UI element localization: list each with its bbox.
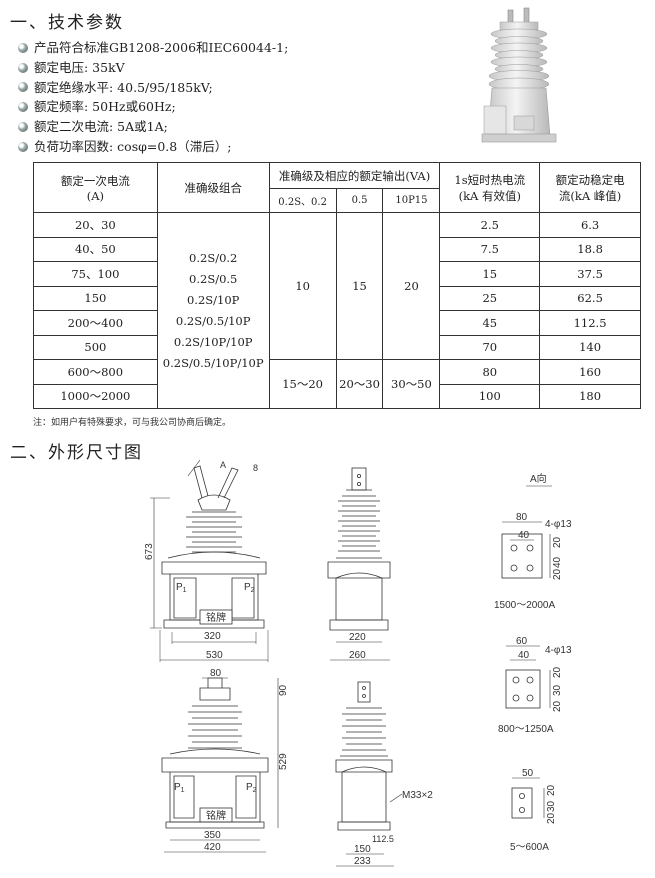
- bullet-icon: [18, 141, 28, 152]
- a-view-label: A向: [530, 472, 547, 485]
- param-item: 额定频率: 50Hz或60Hz;: [18, 97, 288, 117]
- svg-text:260: 260: [349, 650, 366, 661]
- header-primary-current: 额定一次电流(A): [33, 162, 158, 213]
- section-title-dimensions: 二、外形尺寸图: [10, 443, 143, 463]
- param-list: 产品符合标准GB1208-2006和IEC60044-1; 额定电压: 35kV…: [18, 38, 288, 157]
- param-item: 额定绝缘水平: 40.5/95/185kV;: [18, 78, 288, 98]
- svg-text:4-φ13: 4-φ13: [545, 519, 572, 530]
- svg-text:20: 20: [546, 784, 557, 796]
- svg-text:80: 80: [516, 512, 528, 523]
- section-title-tech-params: 一、技术参数: [10, 13, 124, 33]
- table-row: 200～400 45 112.5: [33, 310, 641, 336]
- header-short-time-current: 1s短时热电流(kA 有效值): [439, 162, 541, 213]
- dimension-drawing: A 8 P1 P2 铭牌 673 320 530: [144, 459, 572, 867]
- svg-text:233: 233: [354, 856, 371, 867]
- subheader-10p15: 10P15: [382, 188, 441, 213]
- header-dynamic-current: 额定动稳定电流(kA 峰值): [539, 162, 641, 213]
- svg-text:20: 20: [552, 568, 563, 580]
- table-note: 注：如用户有特殊要求，可与我公司协商后确定。: [33, 418, 232, 428]
- svg-text:40: 40: [552, 556, 563, 568]
- nameplate-label: 铭牌: [206, 611, 226, 624]
- subheader-02s: 0.2S、0.2: [268, 188, 337, 213]
- svg-text:P2: P2: [246, 782, 257, 794]
- svg-text:320: 320: [204, 631, 221, 642]
- param-item: 产品符合标准GB1208-2006和IEC60044-1;: [18, 38, 288, 58]
- bullet-icon: [18, 42, 28, 53]
- p2-terminal-label: P2: [244, 582, 255, 594]
- arrow-a-label: A: [220, 460, 226, 470]
- svg-text:40: 40: [518, 650, 530, 661]
- plate-caption: 800～1250A: [498, 724, 554, 735]
- bullet-icon: [18, 122, 28, 133]
- svg-text:673: 673: [144, 543, 155, 560]
- svg-text:150: 150: [354, 844, 371, 855]
- svg-text:30: 30: [552, 684, 563, 696]
- svg-text:铭牌: 铭牌: [206, 809, 226, 822]
- svg-text:20: 20: [546, 812, 557, 824]
- bullet-icon: [18, 82, 28, 93]
- terminal-plate-800-1250: 60 40 4-φ13 20 30 20 800～1250A: [498, 636, 572, 735]
- a-direction-views: A向 80 40 4-φ13 20 40 20 1500～2000A 60 40: [494, 472, 572, 853]
- svg-text:4-φ13: 4-φ13: [545, 645, 572, 656]
- header-accuracy-combo: 准确级组合: [156, 162, 270, 213]
- svg-text:530: 530: [206, 650, 223, 661]
- table-row: 75、100 15 37.5: [33, 261, 641, 287]
- header-rated-output: 准确级及相应的额定输出(VA): [268, 162, 441, 189]
- svg-text:90: 90: [278, 684, 289, 696]
- terminal-plate-5-600: 50 20 30 20 5～600A: [510, 768, 557, 853]
- terminal-plate-1500-2000: 80 40 4-φ13 20 40 20 1500～2000A: [494, 512, 572, 611]
- subheader-05: 0.5: [335, 188, 384, 213]
- svg-text:M33×2: M33×2: [402, 790, 433, 801]
- plate-caption: 5～600A: [510, 842, 549, 853]
- svg-text:112.5: 112.5: [372, 834, 394, 844]
- svg-text:20: 20: [552, 536, 563, 548]
- svg-text:350: 350: [204, 830, 221, 841]
- svg-text:529: 529: [278, 753, 289, 770]
- front-view-bottom: 80 P1 P2 铭牌 90 529 350 420: [161, 668, 289, 853]
- param-item: 额定电压: 35kV: [18, 58, 288, 78]
- svg-text:20: 20: [552, 666, 563, 678]
- front-view-top: A 8 P1 P2 铭牌 673 320 530: [144, 459, 269, 662]
- table-row: 600～800 15～20 20～30 30～50 80 160: [33, 359, 641, 409]
- svg-text:20: 20: [552, 700, 563, 712]
- bullet-icon: [18, 102, 28, 113]
- svg-text:40: 40: [518, 530, 530, 541]
- spec-table: 额定一次电流(A) 准确级组合 准确级及相应的额定输出(VA) 1s短时热电流(…: [33, 162, 641, 409]
- plate-caption: 1500～2000A: [494, 600, 555, 611]
- svg-text:80: 80: [210, 668, 222, 679]
- table-row: 500 70 140: [33, 334, 641, 360]
- svg-text:P1: P1: [174, 782, 185, 794]
- svg-text:220: 220: [349, 632, 366, 643]
- table-row: 1000～2000 100 180: [33, 383, 641, 409]
- table-row: 40、50 7.5 18.8: [33, 236, 641, 262]
- bullet-icon: [18, 62, 28, 73]
- product-photo: [481, 7, 557, 143]
- svg-text:420: 420: [204, 842, 221, 853]
- side-view-bottom: M33×2 112.5 150 233: [335, 681, 433, 867]
- param-item: 负荷功率因数: cosφ=0.8（滞后）;: [18, 137, 288, 157]
- svg-text:30: 30: [546, 800, 557, 812]
- svg-text:8: 8: [253, 463, 258, 473]
- side-view-top: 220 260: [327, 467, 391, 661]
- param-item: 额定二次电流: 5A或1A;: [18, 117, 288, 137]
- svg-text:60: 60: [516, 636, 528, 647]
- p1-terminal-label: P1: [176, 582, 187, 594]
- svg-text:50: 50: [522, 768, 534, 779]
